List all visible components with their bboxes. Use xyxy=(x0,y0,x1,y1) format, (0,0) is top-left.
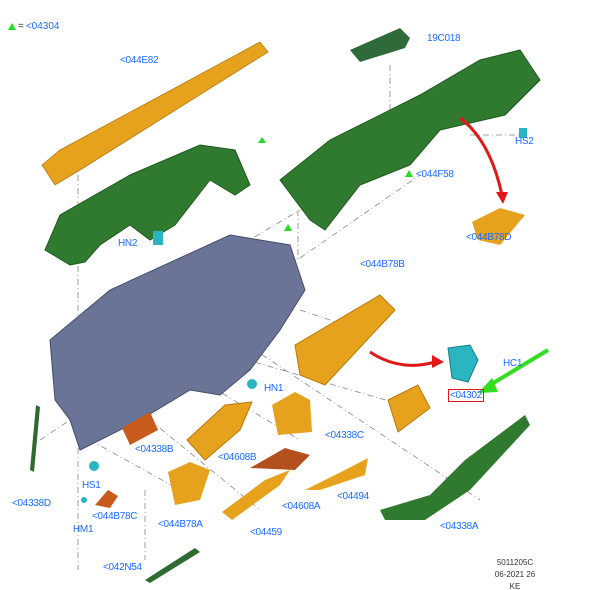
label-044B78C[interactable]: <044B78C xyxy=(92,511,138,522)
label-04608B[interactable]: <04608B xyxy=(218,452,257,463)
part-instrument-panel-frame[interactable] xyxy=(49,234,306,451)
legend-ref[interactable]: <04304 xyxy=(25,21,60,32)
label-HN1[interactable]: HN1 xyxy=(264,383,284,394)
leader-lines xyxy=(39,65,520,570)
legend: =<04304 xyxy=(8,21,60,32)
label-04338C[interactable]: <04338C xyxy=(325,430,364,441)
part-044B78B-duct[interactable] xyxy=(294,294,396,386)
diagram-footer: 5011205C 06-2021 26 KE xyxy=(490,557,540,590)
part-044B78C-trim[interactable] xyxy=(95,490,118,508)
part-04608B-cover[interactable] xyxy=(186,401,253,461)
label-044E82[interactable]: <044E82 xyxy=(120,55,159,66)
label-04302-highlighted[interactable]: <04302 xyxy=(448,389,484,402)
label-HC1[interactable]: HC1 xyxy=(503,358,523,369)
part-044B78A-vent[interactable] xyxy=(168,462,210,505)
part-HC1-clip[interactable] xyxy=(447,344,479,383)
footer-code: 5011205C xyxy=(496,558,534,567)
label-04338B[interactable]: <04338B xyxy=(135,444,174,455)
label-HN2[interactable]: HN2 xyxy=(118,238,138,249)
label-19C018[interactable]: 19C018 xyxy=(427,33,461,44)
label-04459[interactable]: <04459 xyxy=(250,527,282,538)
part-04459-panel[interactable] xyxy=(222,470,290,520)
legend-equals: = xyxy=(18,21,24,32)
label-044B78D[interactable]: <044B78D xyxy=(466,232,512,243)
label-044F58[interactable]: <044F58 xyxy=(416,169,454,180)
part-04608A-panel[interactable] xyxy=(250,448,310,470)
footer-initials: KE xyxy=(509,582,521,590)
footer-date: 06-2021 26 xyxy=(494,570,536,579)
part-04338A-side-trim[interactable] xyxy=(380,415,530,520)
part-HS2-clip[interactable] xyxy=(519,128,527,138)
part-HS1-clip[interactable] xyxy=(89,461,99,471)
part-HM1-clip[interactable] xyxy=(81,497,87,503)
part-044F58-instrument-panel-upper[interactable] xyxy=(279,49,541,231)
green-triangle-icon xyxy=(405,170,413,177)
label-04494[interactable]: <04494 xyxy=(337,491,369,502)
green-arrow-icon xyxy=(488,348,550,387)
label-HM1[interactable]: HM1 xyxy=(73,524,94,535)
green-triangle-icon xyxy=(258,137,266,143)
green-triangle-icon xyxy=(284,224,292,231)
red-arrow-icon xyxy=(369,350,436,367)
label-042N54[interactable]: <042N54 xyxy=(103,562,142,573)
part-04338B-trim[interactable] xyxy=(122,412,158,445)
part-04302-bezel[interactable] xyxy=(387,384,431,433)
part-04338D-strip[interactable] xyxy=(30,405,40,472)
part-042N54-strip[interactable] xyxy=(145,548,200,583)
label-HS1[interactable]: HS1 xyxy=(82,480,101,491)
label-044B78A[interactable]: <044B78A xyxy=(158,519,203,530)
label-044B78B[interactable]: <044B78B xyxy=(360,259,405,270)
part-04494-bracket[interactable] xyxy=(305,458,368,490)
part-044E82-defroster-grille[interactable] xyxy=(41,41,269,186)
part-cross-car-duct[interactable] xyxy=(44,144,251,266)
label-HS2[interactable]: HS2 xyxy=(515,136,534,147)
part-044B78D-vent[interactable] xyxy=(472,208,525,245)
part-19C018-cover[interactable] xyxy=(350,28,410,62)
label-04338D[interactable]: <04338D xyxy=(12,498,51,509)
part-HN2-clip[interactable] xyxy=(153,231,163,245)
label-04338A[interactable]: <04338A xyxy=(440,521,479,532)
part-04338C-vent[interactable] xyxy=(272,392,312,435)
red-arrow-icon xyxy=(459,116,504,196)
green-triangle-icon xyxy=(8,23,16,30)
label-04608A[interactable]: <04608A xyxy=(282,501,321,512)
part-HN1-clip[interactable] xyxy=(247,379,257,389)
